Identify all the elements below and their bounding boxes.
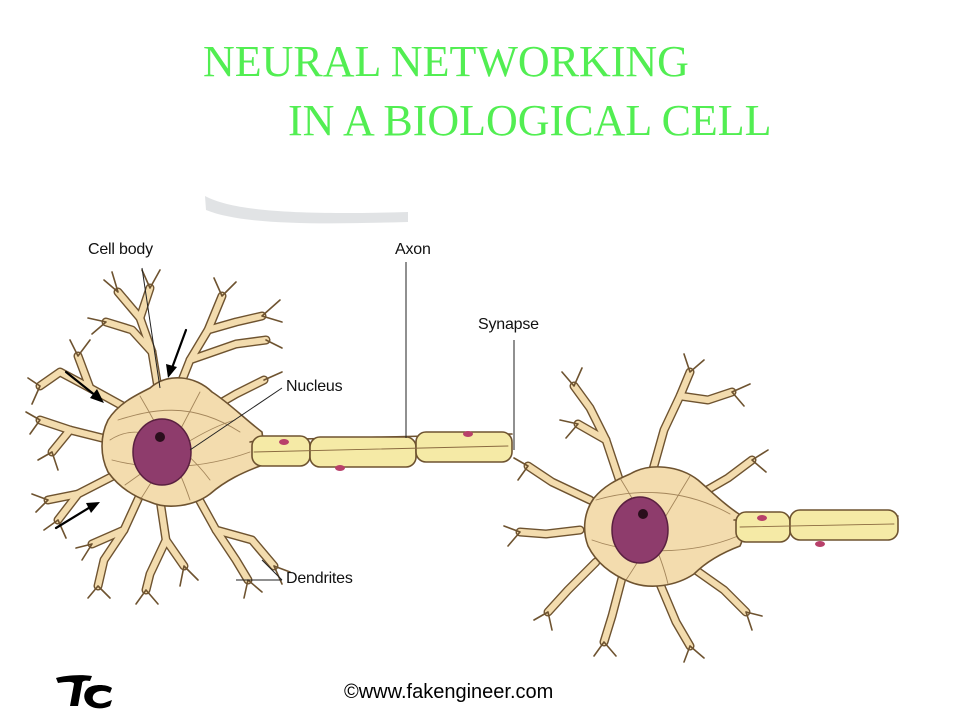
slide-title: NEURAL NETWORKING IN A BIOLOGICAL CELL: [0, 0, 960, 150]
tc-logo-icon: [56, 675, 112, 709]
label-cell-body: Cell body: [88, 241, 153, 258]
neuron-2-nucleolus: [638, 509, 648, 519]
neuron-2-nucleus: [611, 496, 669, 564]
neuron-1-axon: [249, 431, 513, 471]
leader-lines: [141, 262, 515, 581]
neuron-2-axon: [733, 509, 899, 547]
copyright-text: ©www.fakengineer.com: [344, 681, 554, 703]
neuron-1-nucleolus: [155, 432, 165, 442]
neuron-1-nucleus: [132, 418, 192, 486]
label-nucleus: Nucleus: [286, 378, 343, 395]
label-synapse: Synapse: [478, 316, 539, 333]
background-swoosh: [205, 196, 408, 224]
neuron-2: [503, 353, 899, 663]
label-dendrites: Dendrites: [286, 570, 353, 587]
signal-arrows: [54, 328, 188, 530]
neuron-2-dendrites: [503, 353, 769, 663]
myelin-segment: [309, 436, 417, 468]
label-axon: Axon: [395, 241, 431, 258]
title-line-2: IN A BIOLOGICAL CELL: [288, 96, 772, 145]
title-line-1: NEURAL NETWORKING: [203, 37, 689, 86]
neuron-1: [25, 269, 513, 605]
